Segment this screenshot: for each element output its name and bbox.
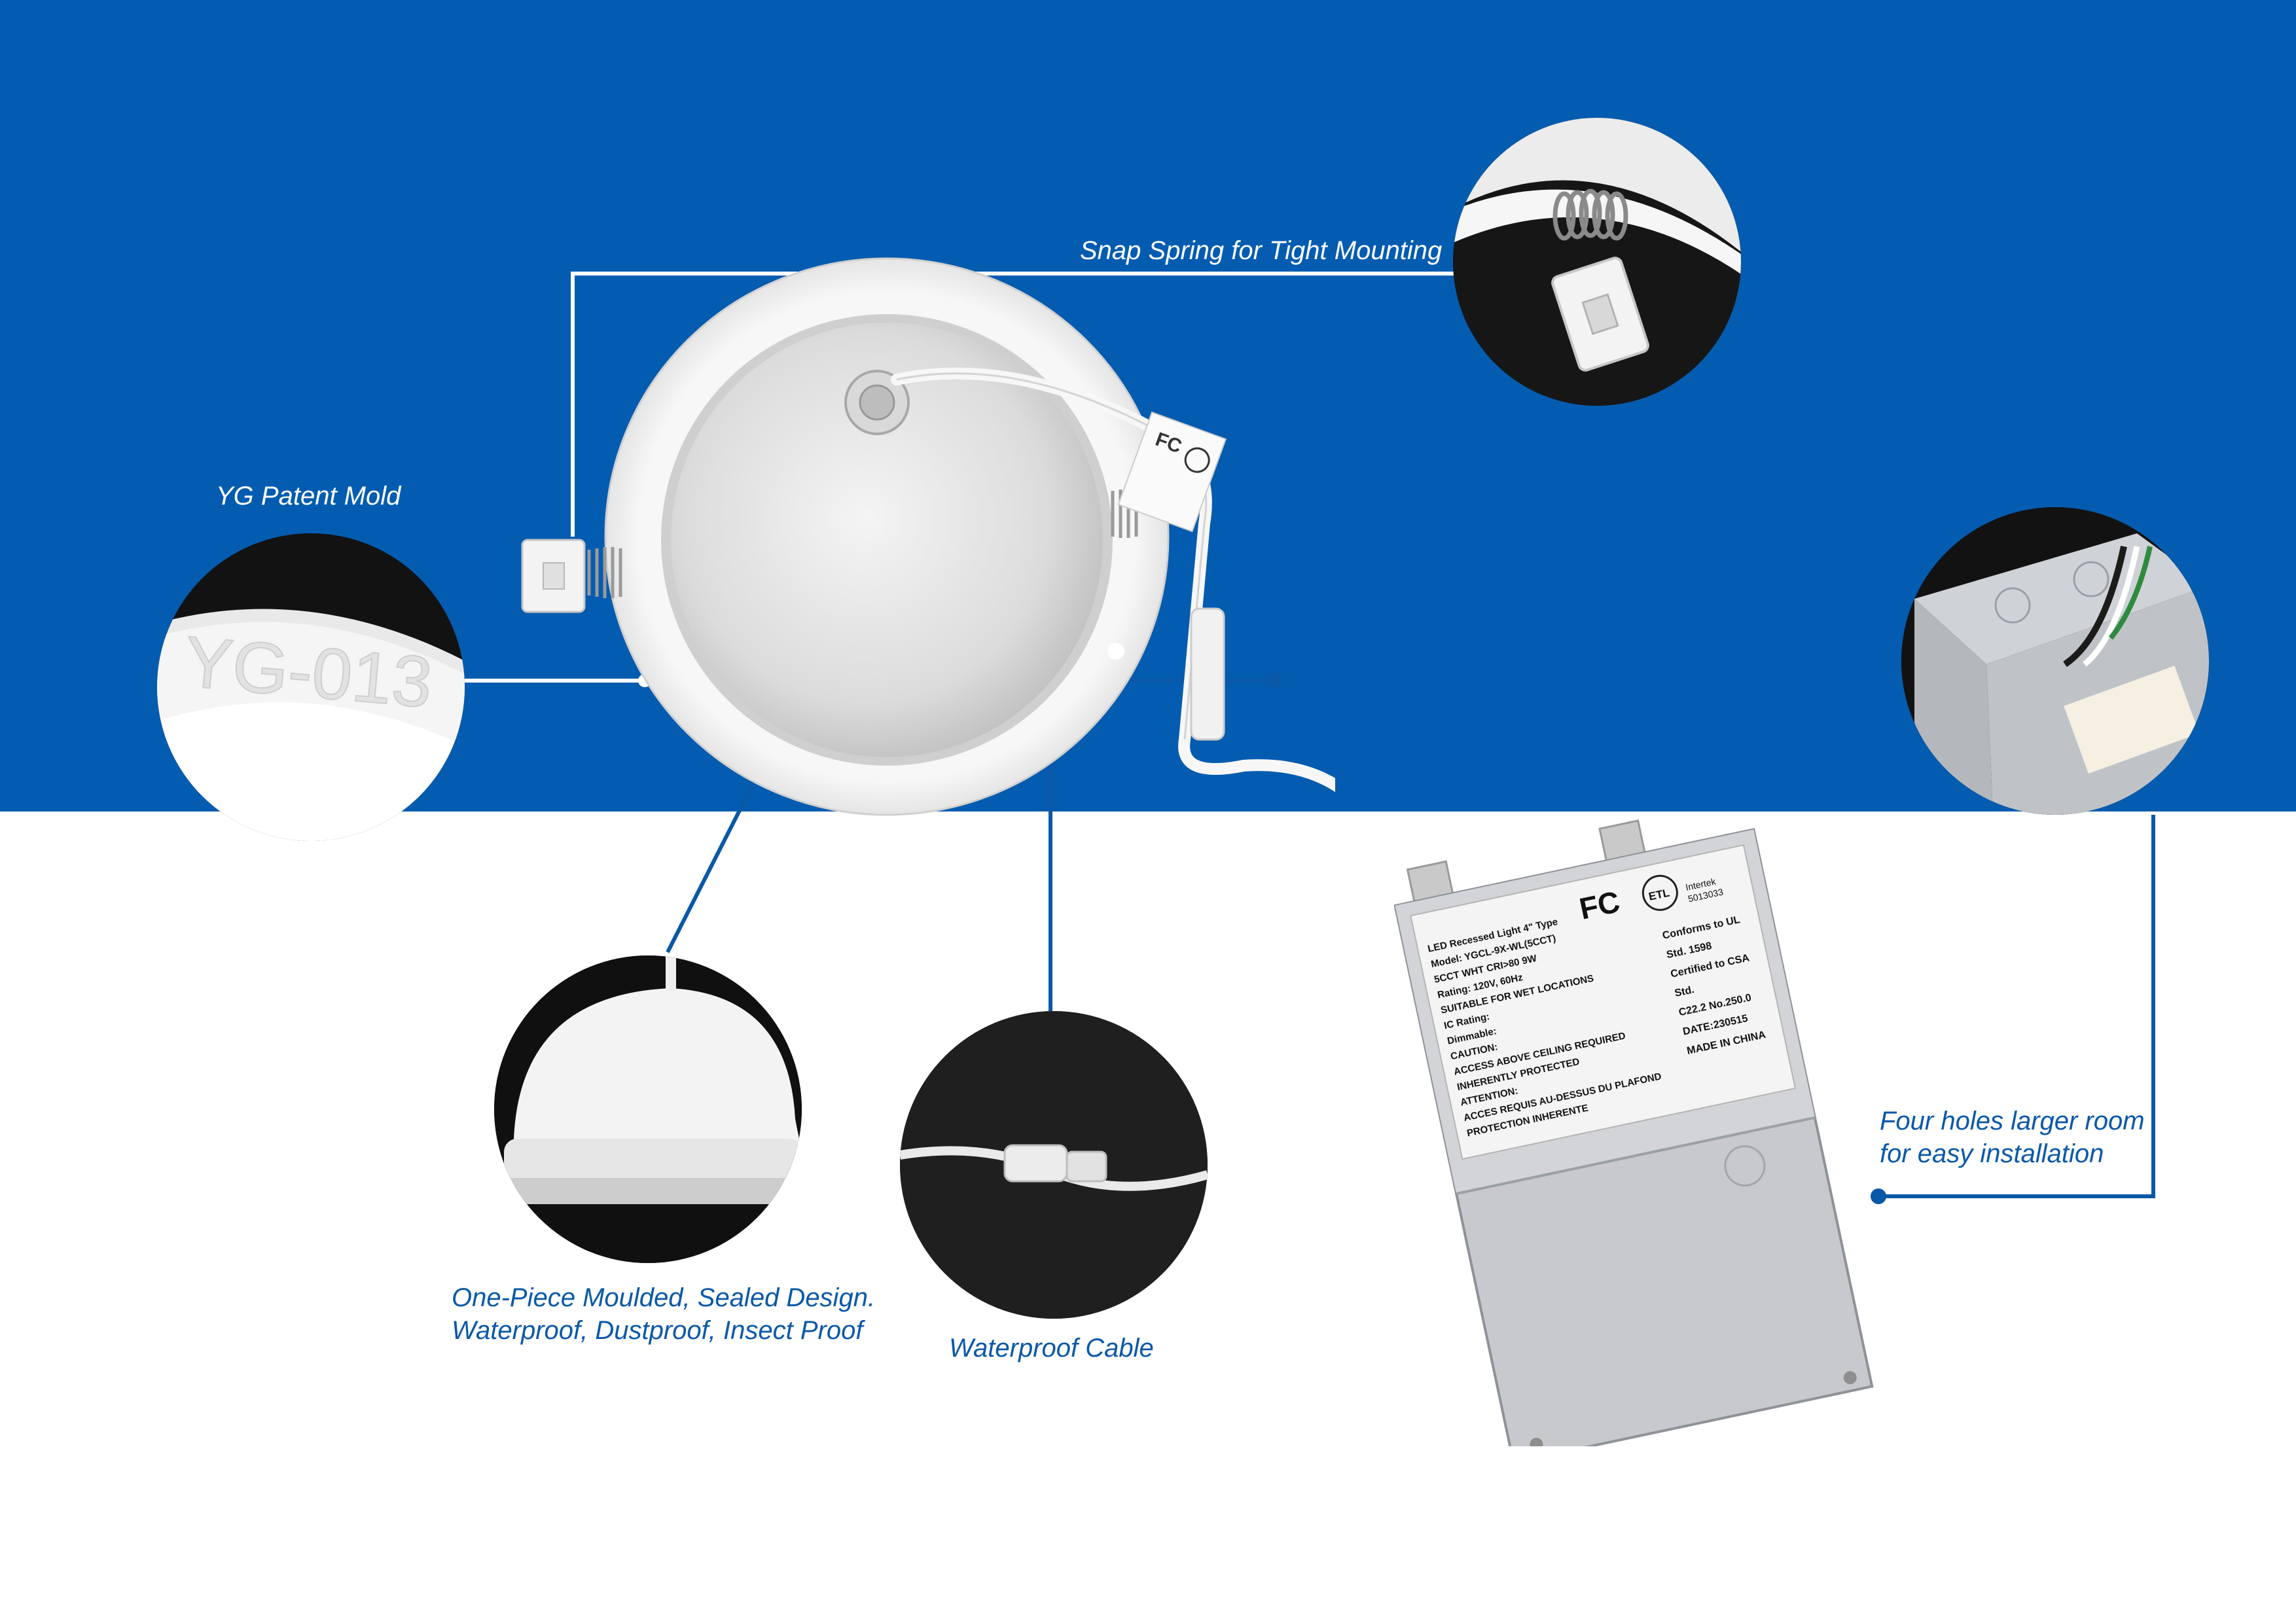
four-holes-caption-line-2: for easy installation <box>1880 1139 2104 1168</box>
cable-connector <box>1190 607 1225 741</box>
patent-mold-caption: YG Patent Mold <box>216 482 401 510</box>
four-holes-caption-line-1: Four holes larger room <box>1880 1107 2145 1135</box>
cable-certification-tag: FC <box>1117 411 1227 533</box>
driver-fcc-mark: FC <box>1576 884 1623 926</box>
driver-box-product-photo: FC ETL Intertek 5013033 LED Recessed Lig… <box>1394 819 1874 1446</box>
coil-spring-icon <box>1552 188 1628 241</box>
snap-spring-detail-photo <box>1453 118 1741 406</box>
sealed-design-detail-photo <box>494 955 802 1263</box>
waterproof-cable-caption: Waterproof Cable <box>949 1334 1154 1363</box>
sealed-design-caption: One-Piece Moulded, Sealed Design. Waterp… <box>452 1281 875 1347</box>
waterproof-cable-detail-photo <box>900 1011 1208 1319</box>
patent-mold-detail-photo: YG-013 <box>157 533 465 841</box>
four-holes-leader <box>1878 815 2155 1198</box>
downlight-product-photo: FC <box>521 257 1335 816</box>
driver-spec-label <box>1410 844 1797 1160</box>
sealed-design-caption-line-2: Waterproof, Dustproof, Insect Proof <box>452 1316 863 1345</box>
cable-coupling-icon <box>1003 1144 1068 1183</box>
four-holes-caption: Four holes larger room for easy installa… <box>1880 1105 2145 1170</box>
junction-box-detail-photo <box>1901 507 2209 815</box>
snap-spring-leader <box>571 272 1463 537</box>
snap-spring-caption: Snap Spring for Tight Mounting <box>1080 236 1443 265</box>
left-spring <box>521 539 622 613</box>
sealed-design-caption-line-1: One-Piece Moulded, Sealed Design. <box>452 1283 876 1312</box>
knockout-hole <box>1724 1145 1766 1187</box>
label-right-line-4: Std. <box>1674 984 1695 999</box>
